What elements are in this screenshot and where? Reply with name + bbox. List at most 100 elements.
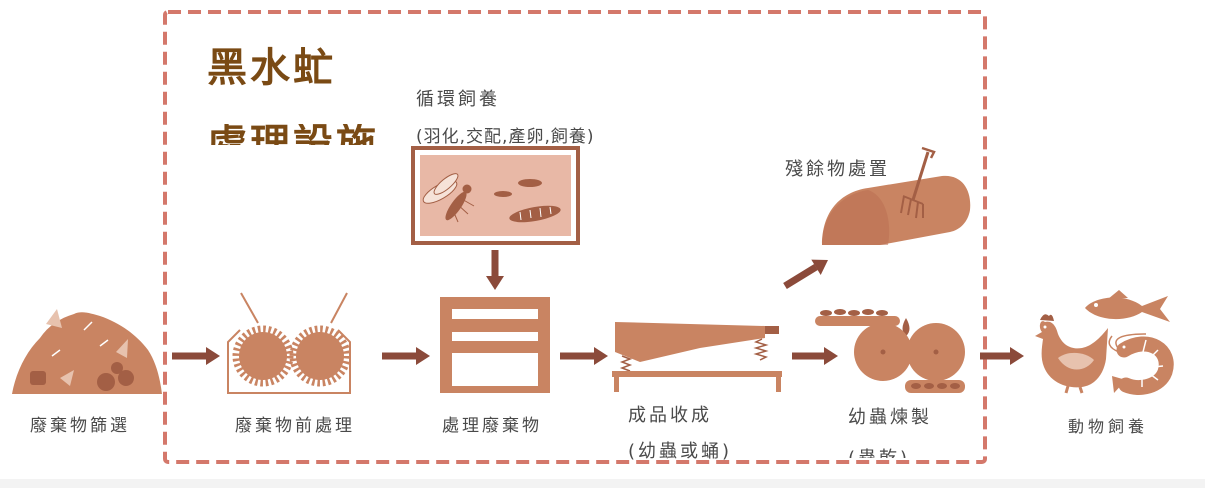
larva-large [509, 205, 561, 223]
crusher-icon [227, 292, 351, 394]
larva-on-conveyor [820, 310, 832, 316]
sieve-base [612, 371, 782, 377]
step-label-harvest: 成品收成 [628, 405, 712, 426]
step-label-pretreatment: 廢棄物前處理 [235, 416, 355, 436]
pitchfork-icon [900, 146, 936, 219]
shrimp-antennae [1108, 333, 1147, 353]
fruit [111, 362, 123, 374]
larva-tiny [494, 191, 512, 197]
mound-front-face [822, 190, 890, 245]
fish-body [1085, 296, 1170, 322]
crusher-wheel-left [239, 332, 287, 380]
tray-top [440, 297, 550, 309]
arrow-right-2 [382, 347, 430, 365]
conveyor-bottom [905, 380, 965, 393]
hopper-flap-right [330, 292, 348, 324]
larva-on-conveyor [834, 309, 846, 315]
larva-segments [519, 206, 552, 221]
step-label-screening: 廢棄物篩選 [30, 416, 130, 436]
roller-icon [815, 309, 965, 393]
fruit [97, 373, 115, 391]
pitchfork-tines [900, 195, 924, 219]
dried-larva [911, 383, 921, 389]
residue-label: 殘餘物處置 [785, 159, 890, 180]
fly-wing [433, 173, 459, 195]
arrow-right-3 [560, 347, 608, 365]
shrimp-eye [1122, 345, 1126, 349]
sieve-icon [612, 322, 782, 392]
roller-right-axle [933, 349, 939, 355]
step-label-refining: 幼蟲煉製 [848, 407, 932, 428]
fish-fin [1108, 290, 1128, 299]
chicken-icon [1035, 314, 1108, 394]
crusher-housing [227, 329, 351, 394]
crusher-teeth-left [232, 325, 294, 387]
tray-bottom [440, 386, 550, 393]
facility-boundary [163, 10, 987, 464]
step-label-animal-feed: 動物飼養 [1068, 417, 1149, 436]
waste-pile-icon [12, 309, 162, 394]
spring-right [753, 338, 769, 361]
arrow-right-1 [172, 347, 220, 365]
rearing-sublabel: (羽化,交配,產卵,飼養) [416, 127, 595, 145]
residue-mound-icon [822, 146, 971, 245]
crusher-teeth-right [289, 325, 351, 387]
refining-sub-clip: (蟲乾) [848, 448, 948, 458]
leaf-shape [60, 370, 74, 386]
step-sublabel-harvest: (幼蟲或蛹) [628, 441, 733, 462]
fish-eye [1094, 303, 1098, 307]
highlight-stroke [51, 321, 109, 357]
pitchfork-handle [911, 151, 930, 201]
step-sublabel-refining: (蟲乾) [848, 448, 910, 458]
chicken-eye [1043, 325, 1047, 329]
fly-legs [451, 197, 475, 223]
larva-on-conveyor [862, 309, 874, 315]
rearing-label: 循環飼養 [416, 89, 500, 110]
shrimp-tail [1112, 376, 1126, 393]
dried-larva [937, 383, 947, 389]
tray-rack-icon [440, 297, 550, 393]
larva-on-conveyor [876, 310, 888, 316]
hopper-flap-left [240, 292, 259, 324]
facility-subtitle: 處理設施 [207, 124, 379, 145]
step-label-treatment: 處理廢棄物 [442, 416, 542, 436]
shrimp-icon [1108, 333, 1174, 395]
fruit [118, 370, 134, 386]
sieve-handle [765, 326, 779, 334]
rearing-cage-icon [411, 146, 580, 245]
chicken-comb [1040, 314, 1054, 321]
drop-icon [902, 318, 910, 336]
sieve-leg-right [776, 371, 781, 392]
facility-subtitle-clip: 處理設施 [207, 124, 397, 145]
tray-lower [440, 341, 550, 353]
chicken-wing [1058, 352, 1094, 370]
arrow-down-rearing [486, 250, 504, 290]
sieve-leg-left [614, 371, 619, 392]
leaf-shape [46, 309, 62, 328]
fly-icon [422, 173, 475, 223]
pitchfork-grip [921, 146, 936, 159]
arrow-right-4 [792, 347, 838, 365]
livestock-icon [1035, 290, 1174, 395]
shrimp-segments [1141, 339, 1164, 387]
arrow-diagonal-residue [783, 259, 828, 289]
tray-middle [446, 319, 550, 332]
arrow-right-5 [980, 347, 1024, 365]
bottom-strip [0, 479, 1205, 488]
roller-left-axle [880, 349, 886, 355]
fly-head [462, 184, 472, 194]
waste-chunk [30, 371, 46, 385]
shrimp-body [1116, 336, 1174, 395]
facility-title: 黑水虻 [207, 45, 336, 91]
leaf-shape [116, 339, 128, 358]
crusher-wheel-right [296, 332, 344, 380]
fish-icon [1085, 290, 1170, 322]
dried-larva [924, 383, 934, 389]
larva-small [518, 179, 542, 187]
larva-on-conveyor [848, 310, 860, 316]
dried-larva [950, 383, 960, 389]
spring-left [619, 355, 633, 372]
chicken-legs [1064, 385, 1084, 394]
rearing-sub-clip: (羽化,交配,產卵,飼養) [416, 127, 646, 145]
